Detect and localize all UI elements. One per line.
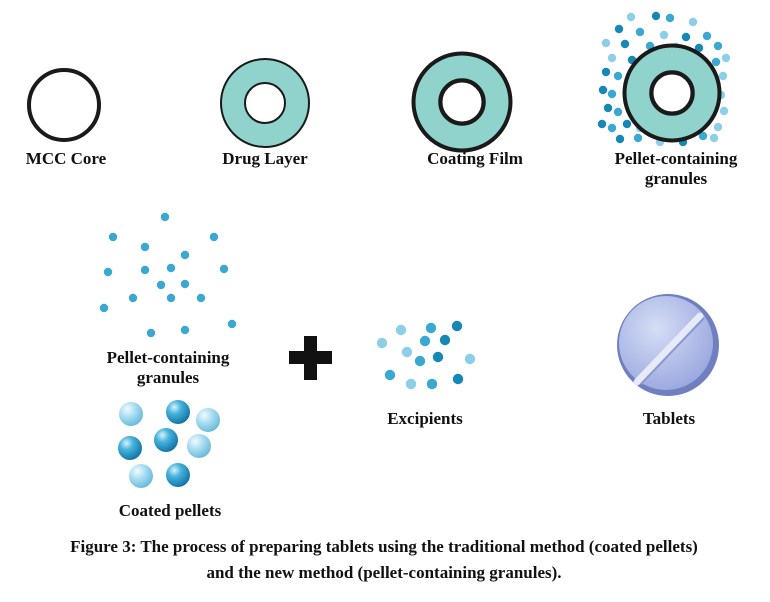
- excipient-dot: [425, 322, 437, 334]
- cloud-particle: [601, 38, 611, 48]
- cloud-particle: [597, 119, 607, 129]
- cloud-particle: [622, 119, 632, 129]
- figure-caption-line-1: Figure 3: The process of preparing table…: [70, 537, 698, 556]
- cloud-particle: [601, 67, 611, 77]
- excipient-dot: [414, 355, 426, 367]
- cloud-particle: [709, 133, 719, 143]
- cloud-particle: [702, 31, 712, 41]
- excipient-dots: [376, 320, 476, 390]
- cloud-particle: [651, 11, 661, 21]
- excipient-dot: [401, 346, 413, 358]
- granule-dot: [156, 280, 166, 290]
- cloud-particle: [607, 53, 617, 63]
- pellet-granules-mid-label-2: granules: [137, 368, 200, 387]
- cloud-particle: [719, 106, 729, 116]
- coating-film-ring-fill: [415, 55, 509, 149]
- mcc-core-ring: [27, 68, 101, 142]
- granule-dot: [146, 328, 156, 338]
- granule-dot: [140, 242, 150, 252]
- cloud-particle: [607, 123, 617, 133]
- tablets-label: Tablets: [643, 409, 696, 428]
- cloud-particle: [711, 57, 721, 67]
- coated-pellet: [119, 402, 143, 426]
- granule-dot: [160, 212, 170, 222]
- granule-ring-inner-line: [649, 70, 695, 116]
- coating-film-inner-line: [438, 78, 486, 126]
- cloud-particle: [613, 71, 623, 81]
- cloud-particle: [635, 27, 645, 37]
- cloud-particle: [603, 103, 613, 113]
- granule-dot: [180, 325, 190, 335]
- cloud-particle: [626, 12, 636, 22]
- cloud-particle: [659, 30, 669, 40]
- pellet-granules-mid-label-1: Pellet-containing: [107, 348, 230, 367]
- granule-ring-fill: [626, 47, 718, 139]
- cloud-particle: [688, 17, 698, 27]
- coated-pellet: [166, 463, 190, 487]
- cloud-particle: [613, 107, 623, 117]
- cloud-particle: [713, 41, 723, 51]
- cloud-particle: [615, 134, 625, 144]
- cloud-particle: [620, 39, 630, 49]
- excipient-dot: [451, 320, 463, 332]
- granule-dot: [166, 263, 176, 273]
- figure-caption-line-2: and the new method (pellet-containing gr…: [206, 563, 561, 582]
- granule-dot: [99, 303, 109, 313]
- drug-layer-fill: [222, 60, 308, 146]
- pellet-granules-top-label-1: Pellet-containing: [615, 149, 738, 168]
- coated-pellet: [166, 400, 190, 424]
- excipient-dot: [405, 378, 417, 390]
- excipient-dot: [439, 334, 451, 346]
- cloud-particle: [607, 89, 617, 99]
- excipient-dot: [395, 324, 407, 336]
- cloud-particle: [681, 32, 691, 42]
- cloud-particle: [721, 53, 731, 63]
- granule-dot: [166, 293, 176, 303]
- tablet-icon: [617, 294, 719, 396]
- granule-dot: [219, 264, 229, 274]
- granule-dot: [108, 232, 118, 242]
- excipient-dot: [384, 369, 396, 381]
- granule-dot: [180, 250, 190, 260]
- excipients-label: Excipients: [387, 409, 463, 428]
- coated-pellets-group: [118, 400, 220, 488]
- plus-icon: [289, 336, 332, 380]
- cloud-particle: [633, 133, 643, 143]
- granule-dot: [227, 319, 237, 329]
- excipient-dot: [452, 373, 464, 385]
- excipient-dot: [432, 351, 444, 363]
- granule-dot: [103, 267, 113, 277]
- coating-film-label: Coating Film: [427, 149, 523, 168]
- cloud-particle: [614, 24, 624, 34]
- pellet-granules-top-label-2: granules: [645, 169, 708, 188]
- granule-dot: [140, 265, 150, 275]
- excipient-dot: [426, 378, 438, 390]
- granule-dot: [128, 293, 138, 303]
- coated-pellet: [187, 434, 211, 458]
- cloud-particle: [598, 85, 608, 95]
- excipient-dot: [419, 335, 431, 347]
- granule-dot: [209, 232, 219, 242]
- mcc-core-label: MCC Core: [26, 149, 107, 168]
- cloud-particle: [665, 13, 675, 23]
- excipient-dot: [464, 353, 476, 365]
- coated-pellet: [129, 464, 153, 488]
- granule-dot: [180, 279, 190, 289]
- granule-dot: [196, 293, 206, 303]
- cloud-particle: [718, 71, 728, 81]
- cloud-particle: [713, 122, 723, 132]
- coated-pellet: [154, 428, 178, 452]
- coated-pellet: [118, 436, 142, 460]
- drug-layer-label: Drug Layer: [222, 149, 308, 168]
- cloud-particle: [698, 131, 708, 141]
- coated-pellets-label: Coated pellets: [119, 501, 222, 520]
- cloud-particle: [694, 43, 704, 53]
- excipient-dot: [376, 337, 388, 349]
- coated-pellet: [196, 408, 220, 432]
- scattered-granule-dots: [99, 212, 237, 338]
